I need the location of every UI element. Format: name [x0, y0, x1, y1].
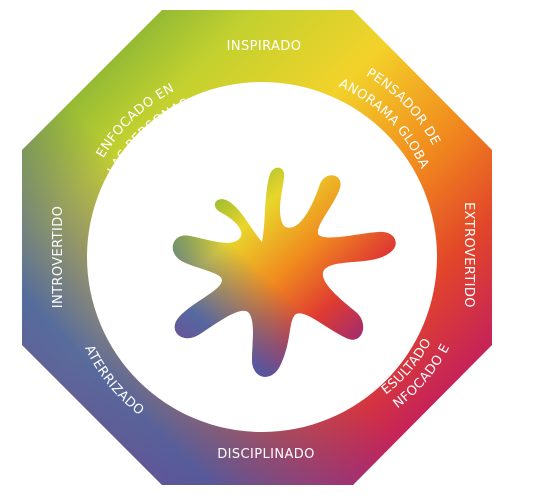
label-left: INTROVERTIDO	[51, 206, 66, 309]
label-bottom: DISCIPLINADO	[217, 447, 315, 462]
label-right: EXTROVERTIDO	[461, 202, 476, 308]
center-splash	[172, 167, 396, 377]
label-top: INSPIRADO	[227, 39, 302, 54]
